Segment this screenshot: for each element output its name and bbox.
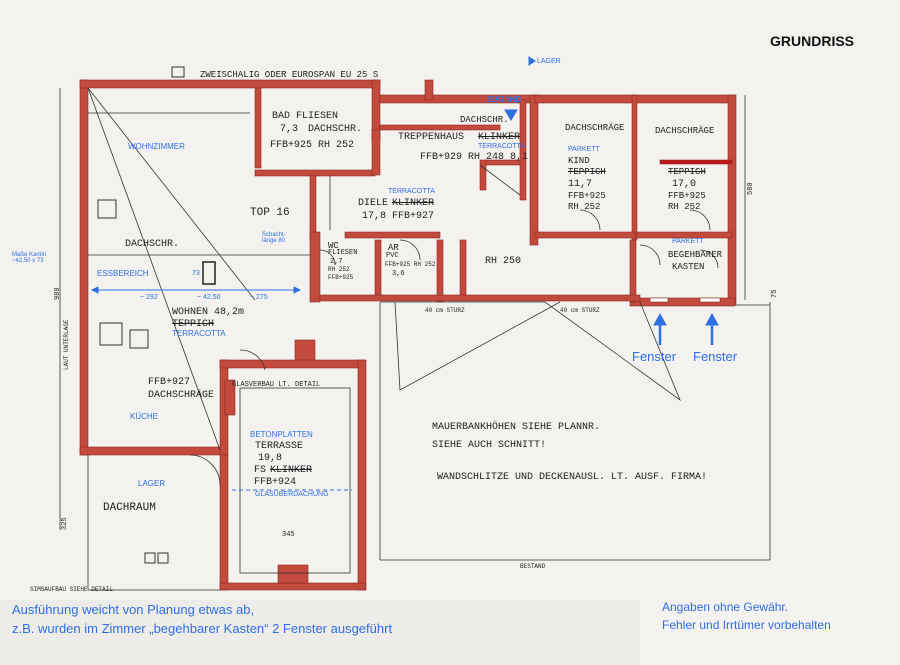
- right-rh-label: RH 252: [668, 202, 701, 212]
- bad-dachschr-label: DACHSCHR.: [308, 124, 363, 135]
- dim-275: ~ 275: [250, 294, 268, 301]
- diele-label: DIELE: [358, 198, 389, 209]
- treppenhaus-dachschr-label: DACHSCHR.: [460, 115, 509, 125]
- footer-left-line-1: Ausführung weicht von Planung etwas ab,: [12, 602, 255, 617]
- wc-rh-label: RH 252: [328, 266, 350, 273]
- diele-area-label: 17,8: [362, 211, 387, 222]
- essbereich-label: ESSBEREICH: [97, 269, 149, 278]
- dim-325: 325: [61, 517, 69, 530]
- plan-note-3: WANDSCHLITZE UND DECKENAUSL. LT. AUSF. F…: [437, 472, 708, 483]
- top16-label: TOP 16: [250, 207, 290, 219]
- bad-ffb-label: FFB+925 RH 252: [270, 140, 355, 151]
- wall-spec-label: ZWEISCHALIG ODER EUROSPAN EU 25 S: [200, 70, 379, 80]
- rh250-label: RH 250: [485, 256, 522, 267]
- dim-580: 580: [747, 182, 755, 195]
- diele-klinker-label: KLINKER: [392, 198, 435, 209]
- kind-label: KIND: [568, 156, 590, 166]
- kasten-parkett-label: PARKETT: [672, 238, 704, 245]
- glasverbau-label: GLASVERBAU LT. DETAIL: [232, 381, 321, 389]
- bestand-label: BESTAND: [520, 563, 546, 570]
- dachraum-label: DACHRAUM: [103, 502, 156, 514]
- dim-75: 75: [771, 289, 779, 298]
- terrasse-label: TERRASSE: [255, 441, 304, 452]
- kind-rh-label: RH 252: [568, 202, 601, 212]
- kind-parkett-label: PARKETT: [568, 146, 600, 153]
- right-ffb-label: FFB+925: [668, 191, 706, 201]
- exterior-walls: [79, 79, 737, 591]
- vertical-left-label: LAUT UNTERLAGE: [63, 319, 70, 370]
- room-wohnzimmer-label: WOHNZIMMER: [128, 142, 185, 151]
- terrasse-ffb-label: FFB+924: [254, 477, 297, 488]
- kueche-dachschraege-label: DACHSCHRÄGE: [148, 390, 215, 401]
- dim-292: ~ 292: [140, 294, 158, 301]
- wohnen-area-label: WOHNEN 48,2m: [172, 307, 245, 318]
- footer-left-line-2: z.B. wurden im Zimmer „begehbarer Kasten…: [12, 621, 393, 636]
- ar-pvc-label: PVC: [386, 252, 399, 260]
- right-dachschraege-label: DACHSCHRÄGE: [655, 126, 715, 136]
- kasten-begehbarer-label: BEGEHBARER: [668, 250, 723, 260]
- right-area-label: 17,0: [672, 179, 697, 190]
- terrasse-betonplatten-label: BETONPLATTEN: [250, 430, 313, 439]
- kind-dachschraege-label: DACHSCHRÄGE: [565, 123, 625, 133]
- diele-terracotta-label: TERRACOTTA: [388, 188, 435, 195]
- fenster-label-2: Fenster: [693, 349, 738, 364]
- wc-area-label: 2,7: [330, 258, 343, 266]
- sturz-label-1: 40 cm STURZ: [425, 307, 465, 314]
- wc-ffb-label: FFB+925: [328, 274, 354, 281]
- kamin-dimension-note: Maße Kamin ~42,50 x 73: [12, 252, 47, 264]
- wohnen-teppich-label: TEPPICH: [172, 319, 215, 330]
- gesims-label: SIMSAUFBAU SIEHE DETAIL: [30, 586, 113, 593]
- footer-right-line-2: Fehler und Irrtümer vorbehalten: [662, 618, 831, 632]
- page-title: GRUNDRISS: [770, 33, 855, 49]
- kind-teppich-label: TEPPICH: [568, 167, 606, 177]
- dim-42-50: ~ 42,50: [197, 294, 221, 301]
- fenster-label-1: Fenster: [632, 349, 677, 364]
- wc-fliesen-label: FLIESEN: [328, 249, 358, 257]
- treppenhaus-label: TREPPENHAUS: [398, 132, 465, 143]
- ar-ffb-label: FFB+925 RH 252: [385, 261, 436, 268]
- dim-345: 345: [282, 531, 295, 539]
- ar-area-label: 3,6: [392, 270, 405, 278]
- wohnen-floor-label: TERRACOTTA: [172, 329, 226, 338]
- lager-top-label: LAGER: [537, 58, 561, 65]
- kind-ffb-label: FFB+925: [568, 191, 606, 201]
- plan-note-2: SIEHE AUCH SCHNITT!: [432, 440, 547, 451]
- plan-note-1: MAUERBANKHÖHEN SIEHE PLANNR.: [432, 422, 601, 433]
- dachschr-left-label: DACHSCHR.: [125, 239, 180, 250]
- kueche-label: KÜCHE: [130, 412, 159, 421]
- dim-73: 73: [192, 270, 200, 277]
- terrasse-klinker-label: KLINKER: [270, 465, 313, 476]
- schacht-label: Schacht-länge 80: [262, 232, 286, 244]
- wc-label: WC: [328, 241, 339, 251]
- right-teppich-label: TEPPICH: [668, 167, 706, 177]
- bad-area-label: 7,3: [280, 124, 299, 135]
- ar-label: AR: [388, 243, 399, 253]
- glasueberdachung-label: GLASÜBERDACHUNG: [255, 491, 329, 498]
- sturz-label-2: 40 cm STURZ: [560, 307, 600, 314]
- terrasse-fs-label: FS: [254, 465, 267, 476]
- footer-right-line-1: Angaben ohne Gewähr.: [662, 600, 789, 614]
- kasten-label: KASTEN: [672, 262, 705, 272]
- terrasse-area-label: 19,8: [258, 453, 283, 464]
- lager-label: LAGER: [138, 479, 166, 488]
- treppenhaus-terracotta-label: TERRACOTTA: [478, 143, 525, 150]
- zugang-label: ZUGANG: [487, 95, 522, 104]
- dim-980: 980: [54, 287, 62, 300]
- diele-ffb-label: FFB+927: [392, 211, 435, 222]
- bad-fliesen-label: BAD FLIESEN: [272, 111, 339, 122]
- treppenhaus-ffb-label: FFB+929 RH 248 8,1: [420, 152, 529, 163]
- kind-area-label: 11,7: [568, 179, 593, 190]
- treppenhaus-klinker-label: KLINKER: [478, 132, 521, 143]
- kueche-ffb-label: FFB+927: [148, 377, 191, 388]
